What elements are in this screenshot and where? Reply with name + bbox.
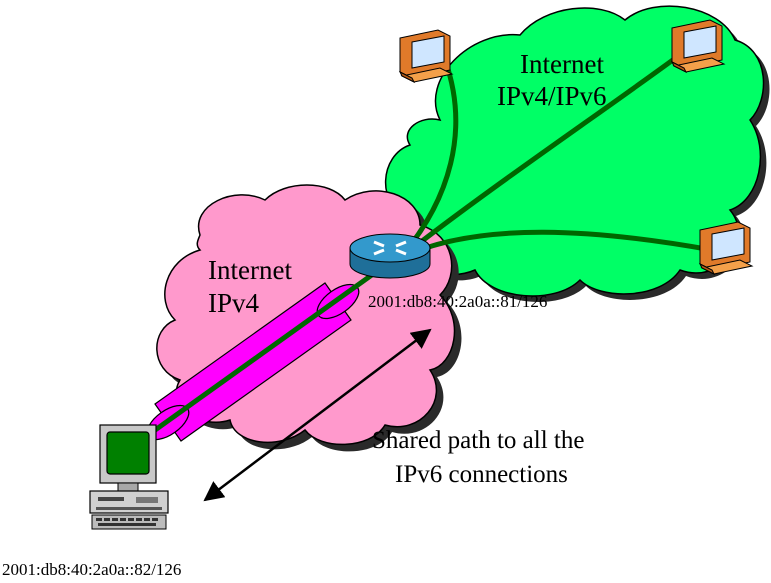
- ipv4-cloud-label-line1: Internet: [208, 255, 292, 285]
- ipv4-cloud-label-line2: IPv4: [208, 288, 260, 318]
- dual-stack-cloud-label-line2: IPv4/IPv6: [497, 81, 607, 111]
- shared-path-arrow: [203, 328, 432, 502]
- dual-stack-cloud-label-line1: Internet: [520, 49, 604, 79]
- ipv6-links: [398, 37, 713, 261]
- server-computer-top-right: [670, 19, 726, 74]
- link-to-server-right: [398, 229, 713, 261]
- link-to-server-top-right: [398, 37, 702, 260]
- router-icon: [349, 233, 431, 279]
- shared-path-note-line1: Shared path to all the: [372, 427, 584, 454]
- client-address-label: 2001:db8:40:2a0a::82/126: [2, 560, 181, 579]
- link-to-server-left: [398, 59, 459, 260]
- dual-stack-internet-cloud: [384, 5, 770, 303]
- desktop-computer-icon: [89, 424, 169, 530]
- server-computer-right: [698, 221, 754, 276]
- server-computer-left: [398, 29, 454, 84]
- shared-path-note-line2: IPv6 connections: [395, 461, 568, 488]
- router-address-label: 2001:db8:40:2a0a::81/126: [368, 292, 547, 311]
